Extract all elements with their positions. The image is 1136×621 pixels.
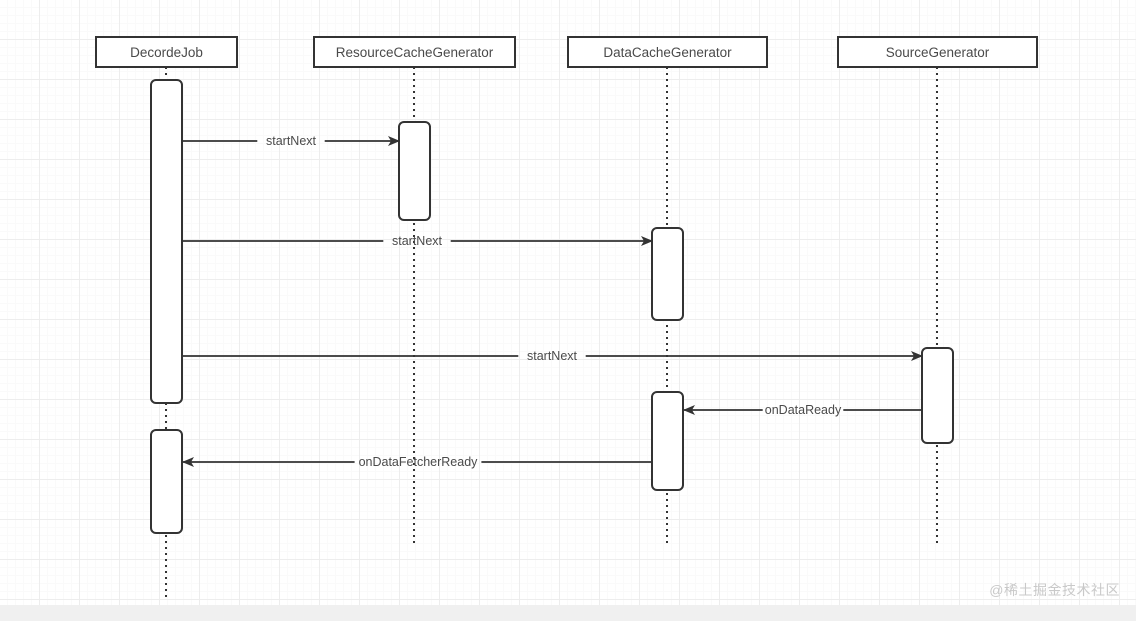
activation-bar-dataCacheGenerator[interactable] <box>651 391 684 491</box>
message-label-msg-3: startNext <box>527 349 578 363</box>
message-label-msg-1: startNext <box>266 134 317 148</box>
message-label-msg-2: startNext <box>392 234 443 248</box>
activation-bar-decodeJob[interactable] <box>150 429 183 534</box>
participant-label-dataCacheGenerator: DataCacheGenerator <box>603 45 732 60</box>
activation-bar-resourceCacheGenerator[interactable] <box>398 121 431 221</box>
participants-group: DecordeJob ResourceCacheGenerator DataCach… <box>95 36 1038 68</box>
participant-box-sourceGenerator <box>837 36 1038 68</box>
message-msg-5[interactable]: onDataFetcherReady <box>182 455 652 469</box>
message-msg-3[interactable]: startNext <box>182 349 923 363</box>
participant-resourceCacheGenerator[interactable]: ResourceCacheGenerator <box>313 36 516 68</box>
watermark-label: @稀土掘金技术社区 <box>989 582 1120 598</box>
footer-strip <box>0 605 1136 621</box>
participant-sourceGenerator[interactable]: SourceGenerator <box>837 36 1038 68</box>
participant-decodeJob[interactable]: DecordeJob <box>95 36 238 68</box>
message-label-msg-5: onDataFetcherReady <box>359 455 479 469</box>
message-msg-4[interactable]: onDataReady <box>683 403 922 417</box>
participant-label-sourceGenerator: SourceGenerator <box>886 45 990 60</box>
activation-bar-sourceGenerator[interactable] <box>921 347 954 444</box>
participant-box-resourceCacheGenerator <box>313 36 516 68</box>
activation-bar-decodeJob[interactable] <box>150 79 183 404</box>
participant-box-decodeJob <box>95 36 238 68</box>
participant-box-dataCacheGenerator <box>567 36 768 68</box>
participant-label-decodeJob: DecordeJob <box>130 45 203 60</box>
participant-label-resourceCacheGenerator: ResourceCacheGenerator <box>336 45 494 60</box>
participant-dataCacheGenerator[interactable]: DataCacheGenerator <box>567 36 768 68</box>
message-msg-1[interactable]: startNext <box>182 134 400 148</box>
activations-group <box>150 79 954 534</box>
activation-bar-dataCacheGenerator[interactable] <box>651 227 684 321</box>
messages-group: startNext startNext startNext onDataReady on… <box>182 134 923 469</box>
message-msg-2[interactable]: startNext <box>182 234 653 248</box>
message-label-msg-4: onDataReady <box>765 403 842 417</box>
